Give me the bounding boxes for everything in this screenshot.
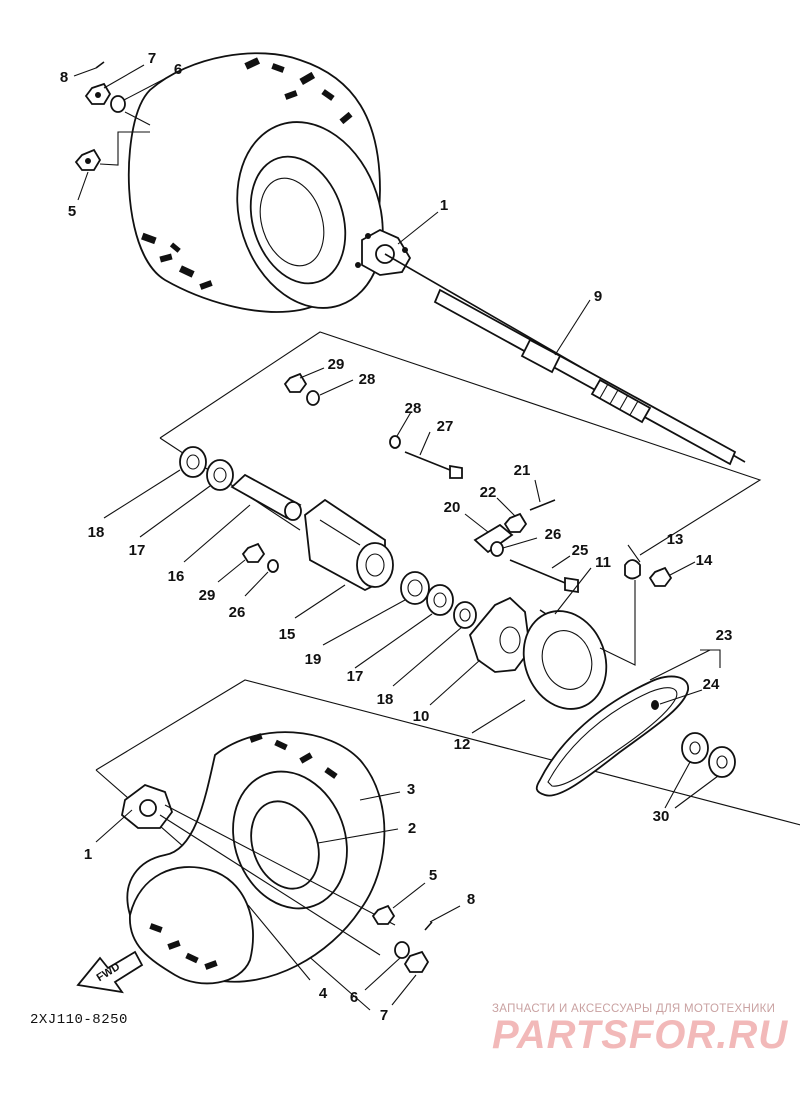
master-link-24 xyxy=(651,700,659,710)
callout-24: 24 xyxy=(703,676,720,693)
upper-tire xyxy=(127,52,384,313)
callout-7-top: 7 xyxy=(148,50,156,67)
lower-axle-nut xyxy=(403,950,430,973)
clip-13 xyxy=(624,559,641,580)
sprocket-12 xyxy=(522,610,608,710)
callout-4: 4 xyxy=(319,985,328,1002)
callout-14: 14 xyxy=(696,552,713,569)
seal-19 xyxy=(400,571,430,605)
bearing-18-left xyxy=(179,446,207,478)
bolt-21 xyxy=(529,499,556,511)
washer-28-mid xyxy=(389,435,401,449)
bearing-17-right xyxy=(426,584,454,616)
clamp-20 xyxy=(473,523,514,554)
drive-chain xyxy=(535,675,689,797)
callout-26-right: 26 xyxy=(545,526,562,543)
callout-6-bottom: 6 xyxy=(350,989,358,1006)
callout-12: 12 xyxy=(454,736,471,753)
callout-1-bottom: 1 xyxy=(84,846,92,863)
lower-washer xyxy=(394,941,410,959)
lower-hub xyxy=(121,783,396,956)
callout-6-top: 6 xyxy=(174,61,182,78)
callout-13: 13 xyxy=(667,531,684,548)
lower-lug-nut xyxy=(371,904,396,925)
lower-tire xyxy=(126,731,386,985)
callout-29-low: 29 xyxy=(199,587,216,604)
bolt-25 xyxy=(509,559,571,586)
lower-tread-pattern xyxy=(149,733,338,970)
bolt-27 xyxy=(404,451,456,473)
watermark-logo: PARTSFOR.RU xyxy=(492,1013,789,1057)
upper-washer xyxy=(110,95,126,113)
callout-28-mid: 28 xyxy=(405,400,422,417)
lower-cotter-pin xyxy=(424,921,433,931)
lower-wheel-assembly-frame xyxy=(95,679,800,826)
callout-1-top: 1 xyxy=(440,197,448,214)
callout-18-left: 18 xyxy=(88,524,105,541)
callout-15: 15 xyxy=(279,626,296,643)
callout-23: 23 xyxy=(716,627,733,644)
callout-8-top: 8 xyxy=(60,69,68,86)
callout-20: 20 xyxy=(444,499,461,516)
callout-17-left: 17 xyxy=(129,542,146,559)
callout-30: 30 xyxy=(653,808,670,825)
nut-29-low xyxy=(241,542,266,563)
washer-28-top xyxy=(306,390,320,406)
callout-16: 16 xyxy=(168,568,185,585)
upper-fasteners xyxy=(74,61,151,171)
fwd-arrow xyxy=(76,950,144,994)
callout-26-low: 26 xyxy=(229,604,246,621)
callout-10: 10 xyxy=(413,708,430,725)
washer-26-right xyxy=(490,541,504,557)
nut-14 xyxy=(648,566,673,587)
upper-rim-inner xyxy=(259,177,325,267)
callout-27: 27 xyxy=(437,418,454,435)
leader-lines xyxy=(73,64,721,1006)
upper-cotter-pin xyxy=(95,61,105,69)
rear-axle xyxy=(384,253,746,466)
callout-5-bottom: 5 xyxy=(429,867,437,884)
bearing-18-right xyxy=(453,601,477,629)
callout-7-bottom: 7 xyxy=(380,1007,388,1024)
callout-5-top: 5 xyxy=(68,203,76,220)
callout-9: 9 xyxy=(594,288,602,305)
chain-rollers-30 xyxy=(681,732,736,778)
watermark-tagline: ЗАПЧАСТИ И АКСЕССУАРЫ ДЛЯ МОТОТЕХНИКИ xyxy=(492,1003,776,1015)
callout-21: 21 xyxy=(514,462,531,479)
nut-22 xyxy=(503,512,528,533)
bearing-17-left xyxy=(206,459,234,491)
nut-29-top xyxy=(283,372,308,393)
callout-19: 19 xyxy=(305,651,322,668)
callout-3: 3 xyxy=(407,781,415,798)
swingarm-assembly-frame xyxy=(159,331,762,556)
callout-25: 25 xyxy=(572,542,589,559)
callout-22: 22 xyxy=(480,484,497,501)
diagram-reference-code: 2XJ110-8250 xyxy=(30,1012,128,1028)
callout-labels: 8 7 6 5 1 9 29 28 28 27 21 22 20 26 25 1… xyxy=(60,50,733,1024)
washer-26-low xyxy=(267,559,279,573)
callout-8-bottom: 8 xyxy=(467,891,475,908)
upper-hub xyxy=(355,228,412,276)
callout-11: 11 xyxy=(595,554,611,571)
callout-17-low: 17 xyxy=(347,668,364,685)
lower-rim-half xyxy=(129,866,254,985)
callout-2: 2 xyxy=(408,820,416,837)
hub-carrier-assembly xyxy=(179,372,673,710)
upper-tread-pattern xyxy=(141,57,353,290)
lower-rim-outer xyxy=(250,800,320,890)
lower-fasteners xyxy=(371,904,433,973)
callout-29-top: 29 xyxy=(328,356,345,373)
callout-18-low: 18 xyxy=(377,691,394,708)
callout-28-top: 28 xyxy=(359,371,376,388)
